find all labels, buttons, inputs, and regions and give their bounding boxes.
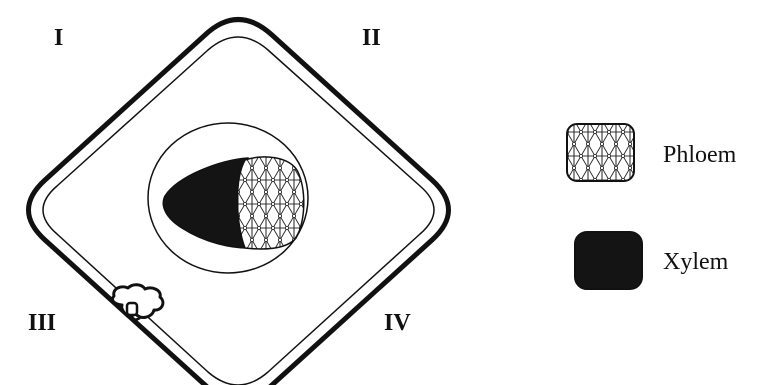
xylem-swatch xyxy=(575,232,642,289)
legend: Phloem Xylem xyxy=(567,124,737,289)
region-label-top-left: I xyxy=(54,25,63,51)
region-label-bottom-right: IV xyxy=(384,310,411,336)
region-label-bottom-left: III xyxy=(28,310,56,336)
phloem-region xyxy=(237,157,303,249)
region-label-top-right: II xyxy=(362,25,381,51)
phloem-legend-label: Phloem xyxy=(663,142,737,168)
xylem-legend-label: Xylem xyxy=(663,249,729,275)
vascular-bundle xyxy=(148,123,308,273)
phloem-swatch xyxy=(567,124,634,181)
